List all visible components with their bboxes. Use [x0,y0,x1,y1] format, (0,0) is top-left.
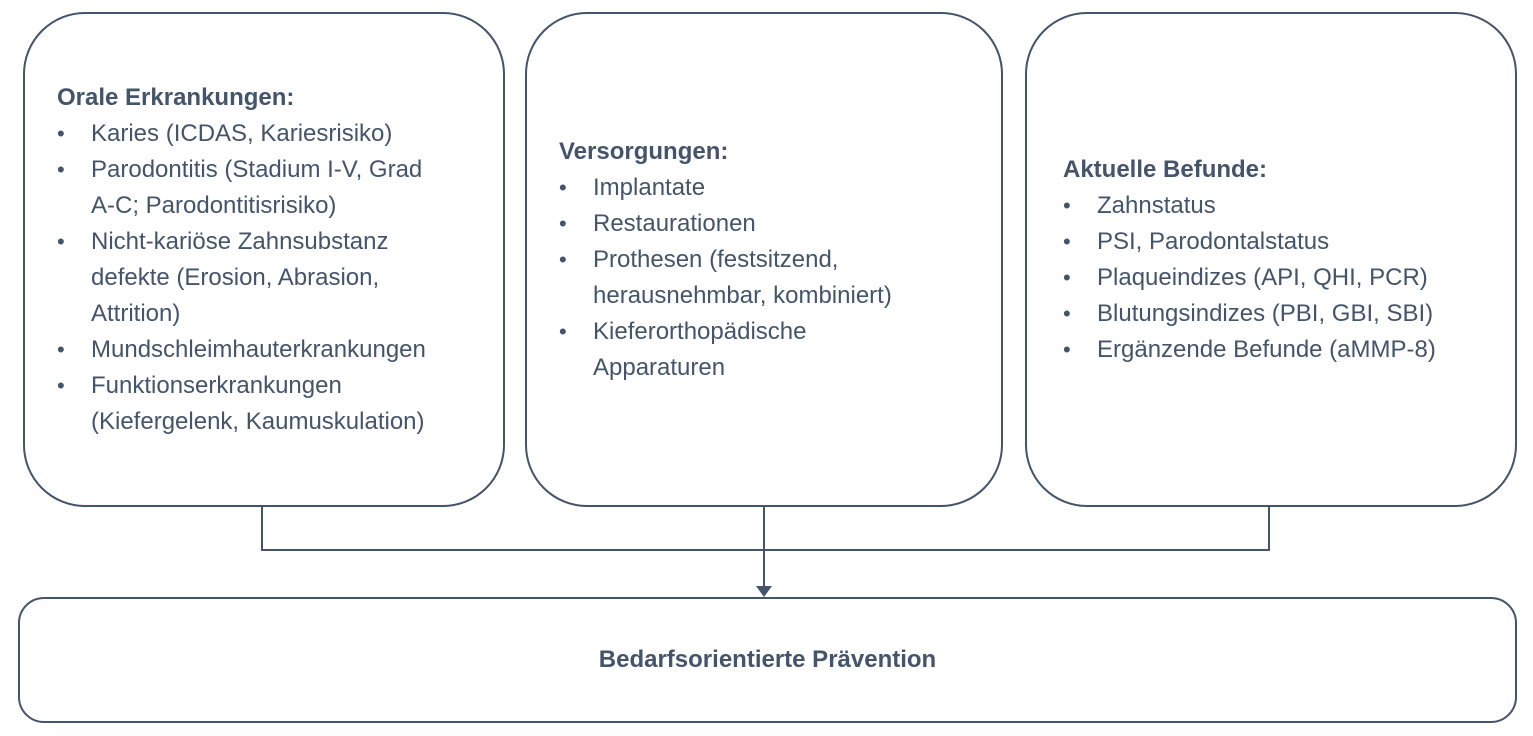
list-item: • Funktionserkrankungen (Kiefergelenk, K… [57,368,489,440]
list-item-text: Funktionserkrankungen (Kiefergelenk, Kau… [91,371,425,435]
bullet-list: • Zahnstatus • PSI, Parodontalstatus • P… [1063,188,1501,368]
list-item-text: Prothesen (festsitzend, herausnehmbar, k… [593,245,892,309]
bullet-icon: • [57,336,65,362]
bullet-list: • Implantate • Restaurationen • Prothese… [559,170,987,386]
bullet-icon: • [1063,228,1071,254]
list-item-text: Parodontitis (Stadium I-V, Grad A-C; Par… [91,155,423,219]
list-item: • Restaurationen [559,206,987,242]
box-bedarfsorientierte-praevention: Bedarfsorientierte Prävention [18,597,1517,723]
list-item: • Parodontitis (Stadium I-V, Grad A-C; P… [57,152,489,224]
list-item: • Mundschleimhauterkrankungen [57,332,489,368]
list-item-text: Plaqueindizes (API, QHI, PCR) [1097,263,1428,291]
list-item: • Plaqueindizes (API, QHI, PCR) [1063,260,1501,296]
list-item-text: Blutungsindizes (PBI, GBI, SBI) [1097,299,1434,327]
list-item-text: Implantate [593,173,706,201]
list-item-text: Zahnstatus [1097,191,1216,219]
bullet-icon: • [1063,336,1071,362]
box-title: Aktuelle Befunde: [1063,155,1268,183]
list-item: • Prothesen (festsitzend, herausnehmbar,… [559,242,987,314]
bullet-list: • Karies (ICDAS, Kariesrisiko) • Parodon… [57,116,489,440]
bullet-icon: • [1063,300,1071,326]
list-item-text: Mundschleimhauterkrankungen [91,335,426,363]
list-item: • Zahnstatus [1063,188,1501,224]
list-item: • Kieferorthopädische Apparaturen [559,314,987,386]
list-item-text: Restaurationen [593,209,756,237]
bullet-icon: • [57,120,65,146]
list-item-text: Ergänzende Befunde (aMMP-8) [1097,335,1436,363]
list-item: • PSI, Parodontalstatus [1063,224,1501,260]
bullet-icon: • [57,156,65,182]
list-item: • Implantate [559,170,987,206]
bullet-icon: • [559,246,567,272]
bullet-icon: • [559,210,567,236]
list-item: • Karies (ICDAS, Kariesrisiko) [57,116,489,152]
list-item: • Nicht-kariöse Zahnsubstanz defekte (Er… [57,224,489,332]
box-versorgungen: Versorgungen: • Implantate • Restauratio… [525,12,1003,507]
box-title: Versorgungen: [559,137,729,165]
bullet-icon: • [559,174,567,200]
bullet-icon: • [57,372,65,398]
list-item: • Blutungsindizes (PBI, GBI, SBI) [1063,296,1501,332]
result-box-label: Bedarfsorientierte Prävention [598,646,937,673]
box-title: Orale Erkrankungen: [57,83,295,111]
connector-arrow-shaft [763,505,766,588]
list-item-text: Nicht-kariöse Zahnsubstanz defekte (Eros… [91,227,389,327]
box-aktuelle-befunde: Aktuelle Befunde: • Zahnstatus • PSI, Pa… [1025,12,1517,507]
box-orale-erkrankungen: Orale Erkrankungen: • Karies (ICDAS, Kar… [23,12,505,507]
bullet-icon: • [1063,264,1071,290]
bullet-icon: • [1063,192,1071,218]
list-item-text: PSI, Parodontalstatus [1097,227,1330,255]
connector-stub-right [1268,505,1271,551]
bullet-icon: • [57,228,65,254]
connector-horizontal [261,549,1270,552]
connector-stub-left [261,505,264,551]
list-item-text: Karies (ICDAS, Kariesrisiko) [91,119,393,147]
arrow-down-icon [756,586,772,597]
bullet-icon: • [559,318,567,344]
list-item-text: Kieferorthopädische Apparaturen [593,317,807,381]
list-item: • Ergänzende Befunde (aMMP-8) [1063,332,1501,368]
